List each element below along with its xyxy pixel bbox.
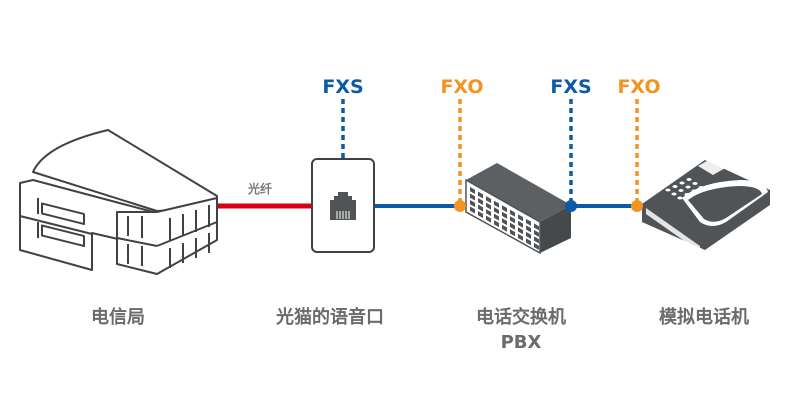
pbx-grid-cell: [486, 196, 491, 204]
pbx-grid-cell: [534, 236, 539, 244]
pbx-grid-cell: [494, 220, 499, 228]
pbx-grid-cell: [478, 191, 483, 199]
pbx-grid-cell: [502, 205, 507, 213]
node-label-pbx-sub: PBX: [501, 332, 542, 353]
pbx-grid-cell: [502, 218, 507, 226]
port-label-fxo1: FXO: [440, 76, 483, 98]
pbx-grid-cell: [510, 209, 515, 217]
phone-key: [678, 189, 684, 192]
pbx-grid-cell: [494, 207, 499, 215]
phone-key: [671, 192, 677, 196]
phone-key: [691, 189, 697, 193]
phone-key: [665, 188, 671, 192]
office-building-icon: [19, 129, 218, 275]
pbx-switch-icon: [465, 163, 571, 255]
pbx-grid-cell: [470, 200, 475, 207]
pbx-grid-cell: [518, 233, 523, 241]
rj11-wall-jack-icon: [311, 158, 375, 253]
port-label-fxs2: FXS: [550, 76, 591, 98]
pbx-grid-cell: [510, 222, 515, 230]
pbx-grid-cell: [526, 225, 531, 233]
phone-key: [672, 185, 678, 188]
pbx-grid-cell: [518, 227, 523, 235]
port-label-fxo2: FXO: [617, 76, 660, 98]
pbx-grid-cell: [510, 216, 515, 224]
node-label-pbx: 电话交换机: [476, 306, 566, 328]
phone-key: [677, 196, 683, 200]
phone-key: [685, 185, 691, 189]
pbx-grid-cell: [478, 204, 483, 212]
pbx-grid-cell: [494, 213, 499, 221]
pbx-grid-cell: [526, 218, 531, 226]
node-label-modem: 光猫的语音口: [275, 306, 384, 328]
phone-key: [686, 178, 692, 181]
pbx-grid-cell: [486, 215, 491, 223]
pbx-grid-cell: [470, 187, 475, 194]
pbx-grid-cell: [510, 229, 515, 237]
pbx-grid-cell: [534, 242, 539, 250]
node-label-phone: 模拟电话机: [659, 306, 749, 328]
node-label-telecom: 电信局: [91, 306, 145, 328]
pbx-keypad-grid: [470, 187, 539, 250]
phone-key: [679, 181, 685, 185]
fxs2-port-dot: [565, 200, 577, 212]
pbx-grid-cell: [502, 224, 507, 232]
pbx-grid-cell: [486, 209, 491, 217]
phone-key: [684, 193, 690, 196]
desk-phone-icon: [631, 158, 770, 252]
pbx-grid-cell: [502, 211, 507, 219]
port-label-fxs1: FXS: [322, 76, 363, 98]
pbx-grid-cell: [470, 206, 475, 214]
pbx-grid-cell: [518, 214, 523, 222]
phone-key: [692, 182, 698, 185]
fiber-link-label: 光纤: [247, 181, 272, 196]
pbx-grid-cell: [526, 231, 531, 239]
pbx-grid-cell: [486, 202, 491, 210]
fxo1-port-dot: [454, 200, 466, 212]
pbx-grid-cell: [518, 220, 523, 228]
pbx-grid-cell: [534, 223, 539, 231]
pbx-grid-cell: [478, 198, 483, 206]
phone-keypad: [665, 178, 704, 200]
pbx-grid-cell: [494, 200, 499, 208]
pbx-grid-cell: [526, 238, 531, 246]
phone-key: [698, 186, 704, 189]
pbx-grid-cell: [534, 229, 539, 237]
fxo2-port-dot: [631, 200, 643, 212]
pbx-grid-cell: [470, 193, 475, 201]
pbx-grid-cell: [478, 211, 483, 219]
